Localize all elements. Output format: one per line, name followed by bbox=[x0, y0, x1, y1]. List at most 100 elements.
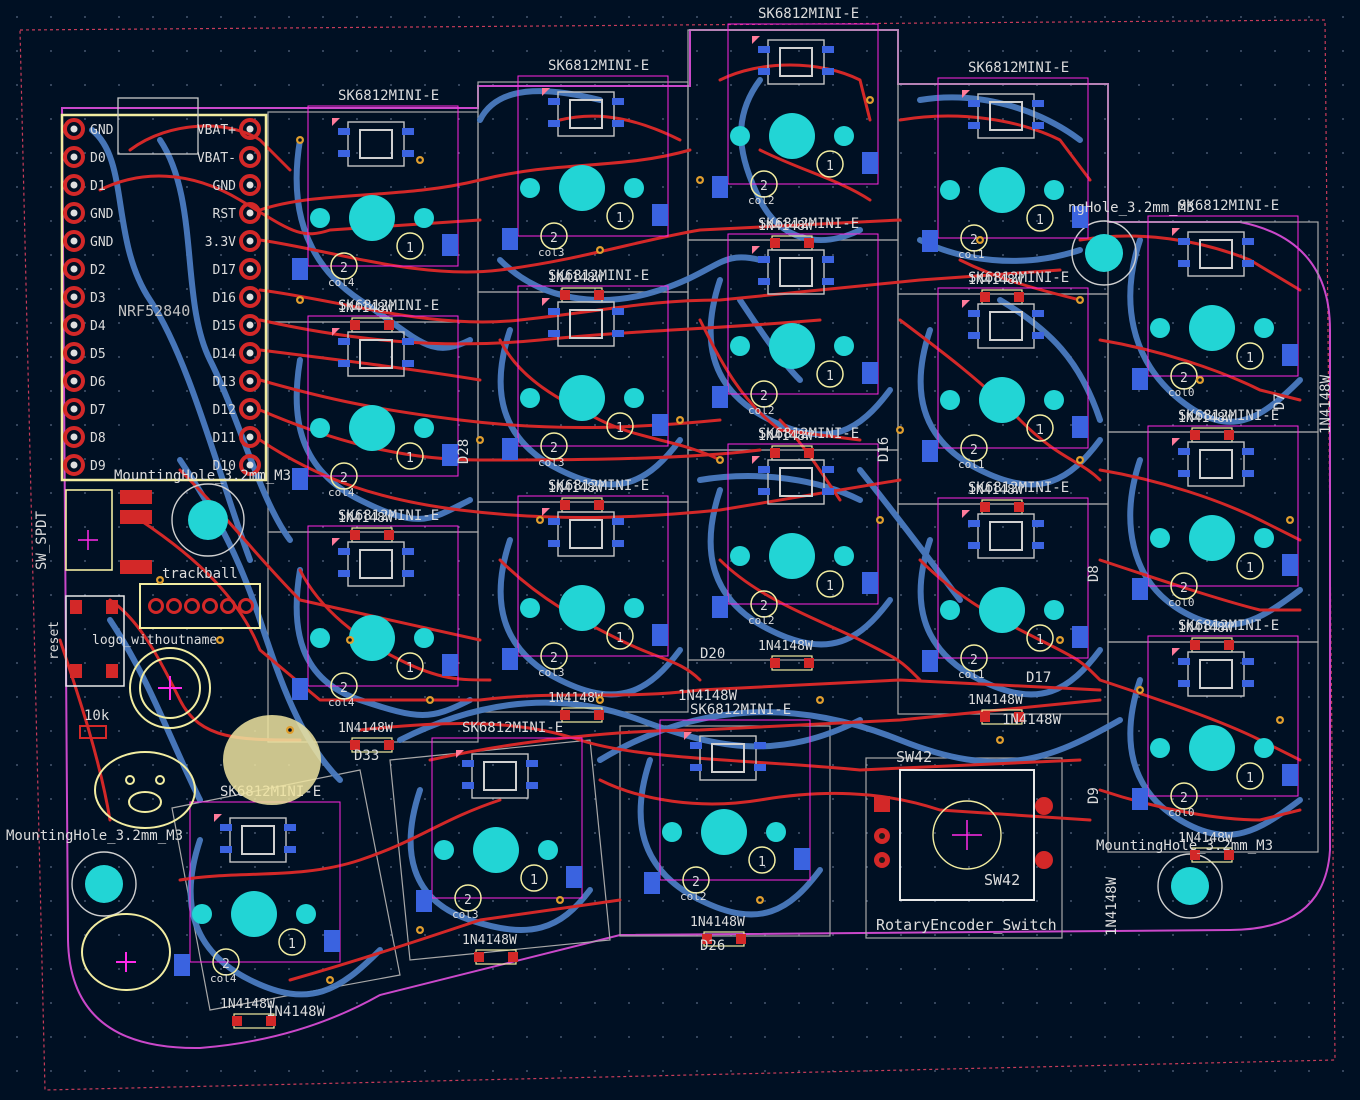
mcu-pin-left[interactable]: D9 bbox=[63, 454, 106, 476]
pad-label: 2 bbox=[340, 261, 348, 276]
column-label: col4 bbox=[210, 972, 237, 985]
mcu-pin-right[interactable]: 3.3V bbox=[205, 230, 261, 252]
switch-spdt-label: SW_SPDT bbox=[34, 510, 50, 570]
encoder-ref-inner: SW42 bbox=[984, 871, 1020, 889]
mounting-holes[interactable] bbox=[71, 220, 1223, 919]
mcu-pin-left[interactable]: D8 bbox=[63, 426, 106, 448]
resistor-label: 10k bbox=[84, 708, 110, 724]
switch-center-hole bbox=[769, 113, 815, 159]
trackball-pin[interactable] bbox=[184, 598, 200, 614]
diode-label: 1N4148W bbox=[690, 915, 745, 930]
mcu-pin-left[interactable]: D5 bbox=[63, 342, 106, 364]
mounting-hole-label-bottom-left: MountingHole_3.2mm_M3 bbox=[6, 828, 183, 844]
trackball-pin[interactable] bbox=[202, 598, 218, 614]
column-label: col3 bbox=[452, 908, 479, 921]
edge-cuts-outline[interactable] bbox=[60, 29, 1331, 1050]
mcu-pin-right[interactable]: D17 bbox=[213, 258, 261, 280]
key-footprints[interactable]: SK6812MINI-E12col41N4148WSK6812MINI-E12c… bbox=[174, 6, 1299, 1029]
pad-label: 1 bbox=[530, 873, 538, 888]
diode-label: 1N4148W bbox=[1178, 621, 1233, 636]
pad-label: 2 bbox=[692, 875, 700, 890]
switch-center-hole bbox=[769, 533, 815, 579]
mcu-pin-left[interactable]: D0 bbox=[63, 146, 106, 168]
back-copper-traces bbox=[89, 77, 1303, 998]
mcu-pin-left[interactable]: GND bbox=[63, 230, 114, 252]
pad-label: 2 bbox=[970, 233, 978, 248]
mcu-pin-label: D3 bbox=[90, 291, 106, 306]
pad-label: 2 bbox=[760, 599, 768, 614]
mcu-pin-right[interactable]: D14 bbox=[213, 342, 261, 364]
d9-label: D9 bbox=[1086, 787, 1102, 804]
mcu-pin-right[interactable]: D13 bbox=[213, 370, 261, 392]
diode-label: 1N4148W bbox=[758, 219, 813, 234]
trackball-pin[interactable] bbox=[220, 598, 236, 614]
mcu-pin-right[interactable]: RST bbox=[213, 202, 261, 224]
diode-label: 1N4148W bbox=[1178, 831, 1233, 846]
mcu-pin-label: D5 bbox=[90, 347, 106, 362]
diode-label: 1N4148W bbox=[968, 483, 1023, 498]
mcu-pin-left[interactable]: GND bbox=[63, 118, 114, 140]
pad-label: 1 bbox=[406, 241, 414, 256]
mcu-pin-right[interactable]: D12 bbox=[213, 398, 261, 420]
led-label: SK6812MINI-E bbox=[968, 60, 1069, 76]
led-label: SK6812MINI-E bbox=[338, 508, 439, 524]
led-label: SK6812MINI-E bbox=[462, 720, 563, 736]
mcu-pin-right[interactable]: VBAT+ bbox=[197, 118, 261, 140]
left-components[interactable]: SW_SPDT trackball reset logo_withoutname… bbox=[34, 489, 261, 739]
mcu-pin-left[interactable]: D1 bbox=[63, 174, 106, 196]
d20-diode: 1N4148W bbox=[678, 688, 738, 704]
led-label: SK6812MINI-E bbox=[1178, 198, 1279, 214]
pad-label: 2 bbox=[1180, 581, 1188, 596]
led-label: SK6812MINI-E bbox=[758, 216, 859, 232]
trackball-pin[interactable] bbox=[166, 598, 182, 614]
mcu-pin-label: GND bbox=[90, 235, 114, 250]
diode-label: 1N4148W bbox=[220, 997, 275, 1012]
mcu-label: NRF52840 bbox=[118, 302, 190, 320]
rotary-encoder[interactable]: SW42 SW42 RotaryEncoder_Switch bbox=[874, 748, 1057, 934]
trackball-pin[interactable] bbox=[148, 598, 164, 614]
mcu-pin-left[interactable]: D2 bbox=[63, 258, 106, 280]
switch-center-hole bbox=[231, 891, 277, 937]
mcu-pin-left[interactable]: D3 bbox=[63, 286, 106, 308]
trackball-pin[interactable] bbox=[238, 598, 254, 614]
mcu-pin-right[interactable]: D10 bbox=[213, 454, 261, 476]
mcu-pin-label: RST bbox=[213, 207, 237, 222]
mcu-pin-left[interactable]: D7 bbox=[63, 398, 106, 420]
mcu-pin-right[interactable]: VBAT- bbox=[197, 146, 261, 168]
led-label: SK6812MINI-E bbox=[758, 6, 859, 22]
silkscreen-labels: MountingHole_3.2mm_M3 MountingHole_3.2mm… bbox=[6, 200, 1334, 1020]
mcu-pin-left[interactable]: D6 bbox=[63, 370, 106, 392]
led-label: SK6812MINI-E bbox=[1178, 618, 1279, 634]
encoder-name: RotaryEncoder_Switch bbox=[876, 916, 1057, 934]
mcu-pin-left[interactable]: GND bbox=[63, 202, 114, 224]
mcu-pin-right[interactable]: D16 bbox=[213, 286, 261, 308]
mcu-pin-right[interactable]: D15 bbox=[213, 314, 261, 336]
mcu-pin-left[interactable]: D4 bbox=[63, 314, 106, 336]
mcu-pin-label: GND bbox=[90, 207, 114, 222]
mcu-pin-right[interactable]: D11 bbox=[213, 426, 261, 448]
d33-label: D33 bbox=[354, 748, 379, 764]
diode-label: 1N4148W bbox=[338, 511, 393, 526]
encoder-diode: 1N4148W bbox=[1104, 876, 1120, 936]
column-label: col1 bbox=[958, 668, 985, 681]
mcu-pin-right[interactable]: GND bbox=[213, 174, 261, 196]
